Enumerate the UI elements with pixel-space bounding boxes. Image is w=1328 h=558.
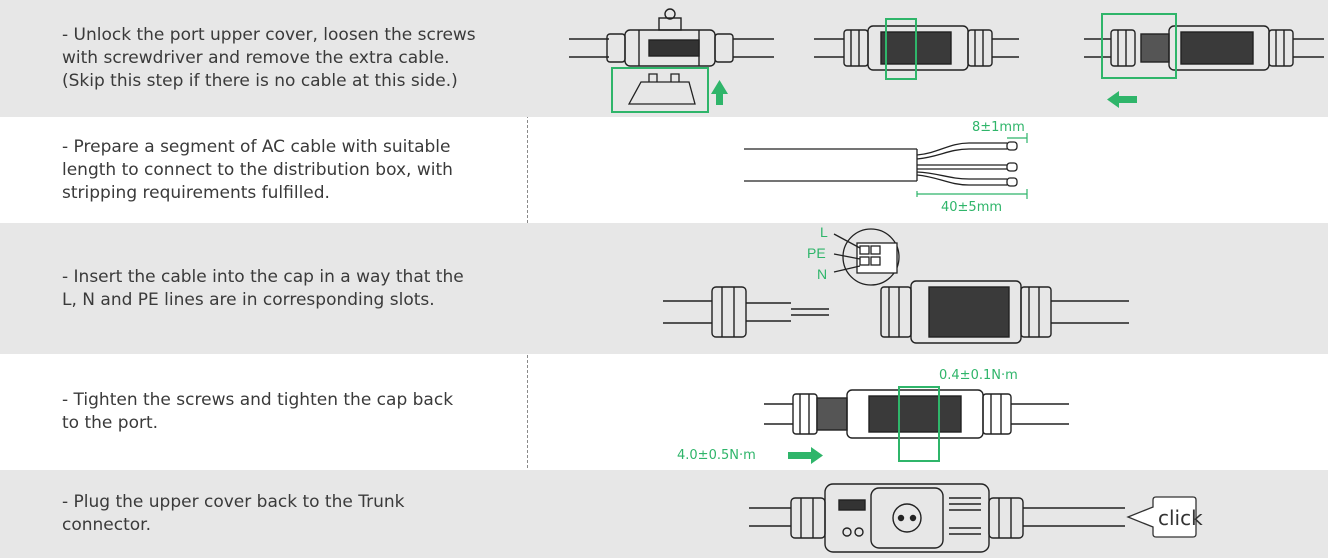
- connector-tighten-illustration: [764, 389, 1069, 439]
- cap-highlight-box: [1101, 13, 1177, 79]
- step-5-text: - Plug the upper cover back to the Trunk…: [0, 470, 527, 558]
- step-2-text: - Prepare a segment of AC cable with sui…: [0, 117, 527, 223]
- step-3-illustration: L PE N: [529, 223, 1328, 354]
- step-5-line-2: connector.: [62, 515, 152, 535]
- step-2-illustration: 8±1mm 40±5mm: [529, 117, 1328, 223]
- click-callout-shape: [1126, 496, 1197, 538]
- strip-length-long-label: 40±5mm: [941, 200, 1002, 215]
- cover-highlight-box: [611, 67, 709, 113]
- arrow-right-icon: [788, 447, 823, 464]
- screw-highlight-box: [898, 386, 940, 462]
- step-3-line-1: - Insert the cable into the cap in a way…: [62, 266, 464, 287]
- step-row-2: - Prepare a segment of AC cable with sui…: [0, 117, 1328, 223]
- step-1-line-3: (Skip this step if there is no cable at …: [62, 71, 458, 91]
- terminal-detail-illustration: [833, 228, 900, 286]
- step-3-text: - Insert the cable into the cap in a way…: [0, 223, 527, 354]
- stripped-cable-illustration: [744, 141, 1018, 187]
- step-2-line-3: stripping requirements fulfilled.: [62, 182, 330, 203]
- step-row-3: - Insert the cable into the cap in a way…: [0, 223, 1328, 354]
- step-2-line-2: length to connect to the distribution bo…: [62, 159, 453, 180]
- screw-torque-label: 0.4±0.1N·m: [939, 368, 1018, 383]
- line-label-l: L: [820, 224, 828, 240]
- connector-open-illustration: [569, 8, 774, 67]
- step-5-illustration: click: [529, 470, 1328, 558]
- step-1-illustration: [529, 0, 1328, 117]
- step-4-illustration: 0.4±0.1N·m 4.0±0.5N·m: [529, 354, 1328, 470]
- arrow-up-icon: [711, 80, 728, 105]
- step-1-line-1: - Unlock the port upper cover, loosen th…: [62, 25, 476, 45]
- step-1-line-2: with screwdriver and remove the extra ca…: [62, 48, 450, 68]
- connector-cap-removed-illustration: [1084, 25, 1324, 71]
- strip-length-short-label: 8±1mm: [972, 120, 1025, 135]
- step-4-text: - Tighten the screws and tighten the cap…: [0, 354, 527, 470]
- arrow-left-icon: [1107, 91, 1137, 108]
- step-1-text: - Unlock the port upper cover, loosen th…: [0, 0, 527, 117]
- step-4-line-1: - Tighten the screws and tighten the cap…: [62, 390, 454, 410]
- step-3-line-2: L, N and PE lines are in corresponding s…: [62, 289, 435, 310]
- step-row-5: - Plug the upper cover back to the Trunk…: [0, 470, 1328, 558]
- cap-torque-label: 4.0±0.5N·m: [677, 448, 756, 463]
- screw-highlight-box: [885, 18, 917, 80]
- click-label: click: [1158, 506, 1203, 530]
- line-label-n: N: [817, 266, 827, 282]
- line-label-pe: PE: [807, 245, 826, 261]
- connector-assembled-illustration: [749, 483, 1125, 553]
- cable-insertion-illustration: [663, 280, 1129, 344]
- step-row-4: - Tighten the screws and tighten the cap…: [0, 354, 1328, 470]
- step-2-line-1: - Prepare a segment of AC cable with sui…: [62, 136, 451, 157]
- step-4-line-2: to the port.: [62, 413, 159, 433]
- step-row-1: - Unlock the port upper cover, loosen th…: [0, 0, 1328, 117]
- step-5-line-1: - Plug the upper cover back to the Trunk: [62, 492, 405, 512]
